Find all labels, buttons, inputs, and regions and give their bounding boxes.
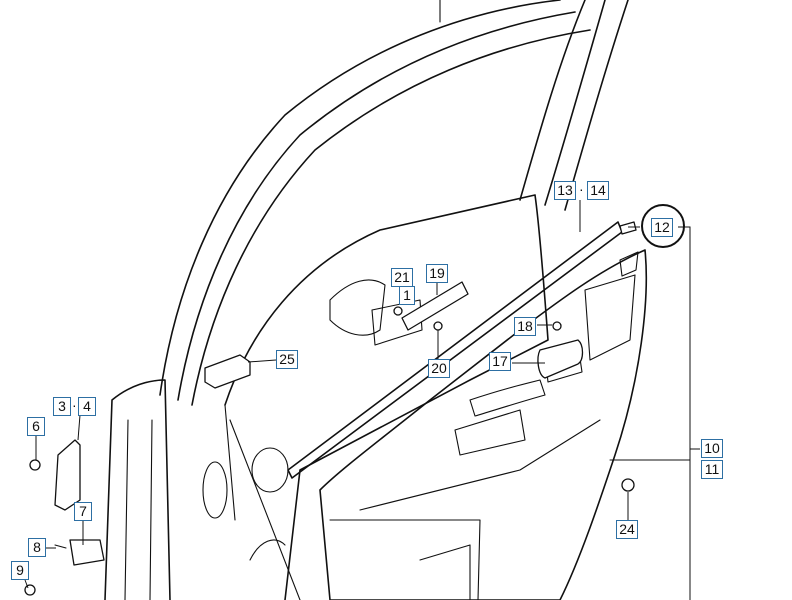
- window-frame-inner: [191, 29, 591, 406]
- callout-separator: ·: [579, 181, 584, 197]
- callout-14[interactable]: 14: [587, 181, 609, 200]
- door-trim-panel: [319, 249, 648, 600]
- clip-24: [621, 478, 635, 492]
- callout-9[interactable]: 9: [11, 561, 29, 580]
- screw-1: [393, 306, 403, 316]
- hinge-3-4: [54, 439, 81, 511]
- screw-20: [433, 321, 443, 331]
- a-pillar: [104, 379, 171, 600]
- callout-4[interactable]: 4: [78, 397, 96, 416]
- callout-12[interactable]: 12: [651, 218, 673, 237]
- window-pillar-mid: [544, 0, 606, 206]
- callout-10[interactable]: 10: [701, 439, 723, 458]
- callout-6[interactable]: 6: [27, 417, 45, 436]
- callout-8[interactable]: 8: [28, 538, 46, 557]
- inner-door-panel: [224, 194, 549, 600]
- screw-18: [552, 321, 562, 331]
- callout-18[interactable]: 18: [514, 317, 536, 336]
- handle-17: [537, 339, 584, 379]
- bolt-9: [24, 584, 36, 596]
- callout-13[interactable]: 13: [554, 181, 576, 200]
- window-pillar-outer: [519, 0, 586, 201]
- callout-24[interactable]: 24: [616, 520, 638, 539]
- callout-separator: ·: [72, 397, 77, 413]
- callout-17[interactable]: 17: [489, 352, 511, 371]
- callout-20[interactable]: 20: [428, 359, 450, 378]
- callout-3[interactable]: 3: [53, 397, 71, 416]
- highlight-circle: [641, 204, 685, 248]
- checker-7: [69, 539, 105, 566]
- switch-25: [204, 354, 251, 389]
- callout-11[interactable]: 11: [701, 460, 723, 479]
- callout-1[interactable]: 1: [399, 286, 415, 305]
- window-frame-mid: [177, 11, 576, 401]
- bracket-19: [401, 281, 469, 331]
- callout-19[interactable]: 19: [426, 264, 448, 283]
- bolt-6: [29, 459, 41, 471]
- clip-12: [619, 221, 637, 235]
- callout-7[interactable]: 7: [74, 502, 92, 521]
- callout-21[interactable]: 21: [391, 268, 413, 287]
- window-frame-outer: [159, 0, 561, 396]
- callout-25[interactable]: 25: [276, 350, 298, 369]
